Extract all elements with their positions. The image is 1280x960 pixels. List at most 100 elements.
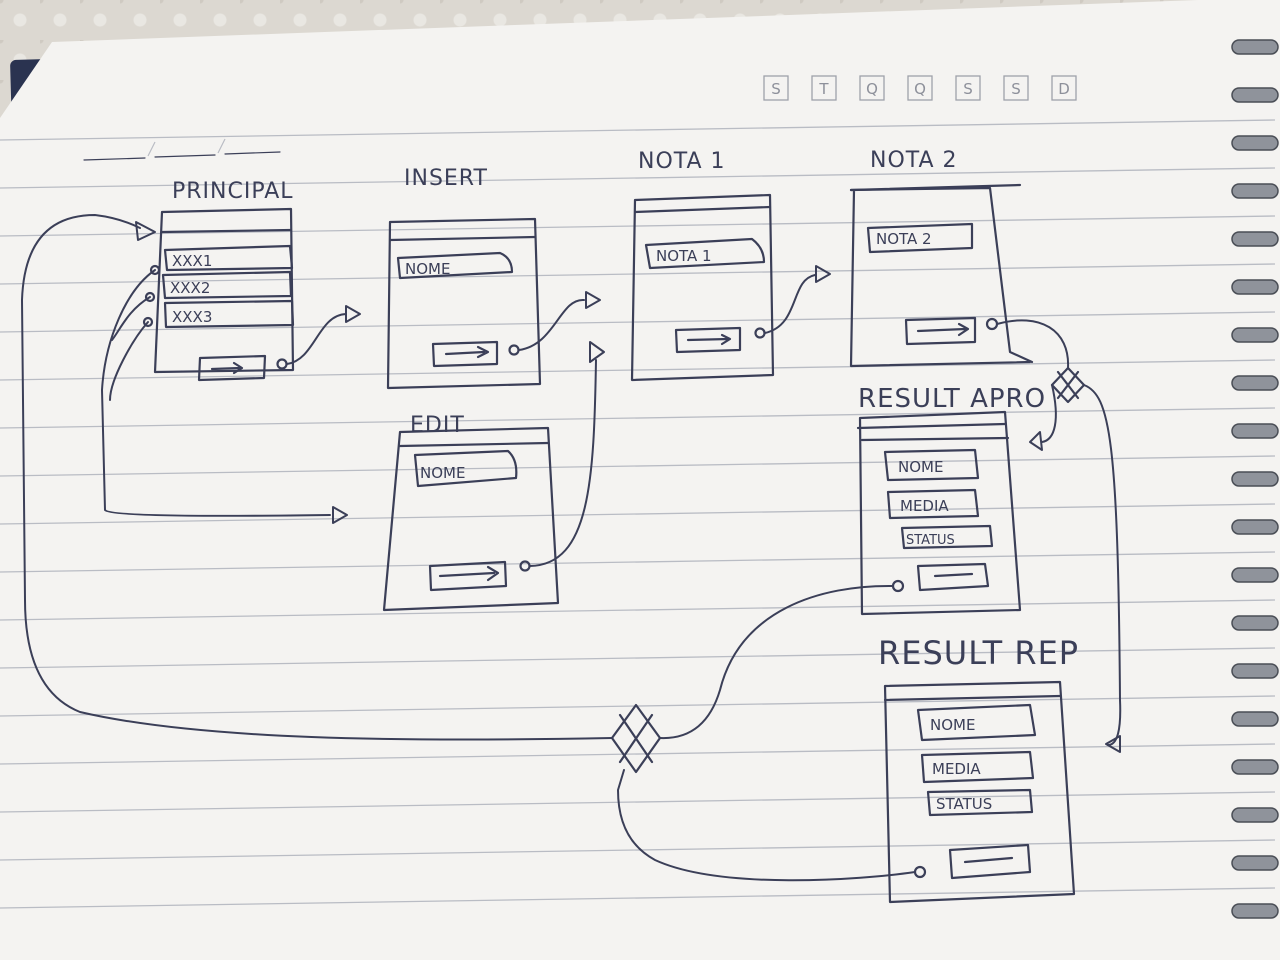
nota2-grade-field — [866, 222, 974, 254]
ruled-line — [0, 407, 1276, 429]
edit-title: EDIT — [410, 413, 465, 438]
spiral-ring — [1231, 759, 1279, 775]
principal-item-2-label: XXX2 — [170, 279, 210, 297]
ruled-line — [0, 887, 1276, 909]
insert-title: INSERT — [404, 166, 488, 191]
weekday-box — [1051, 75, 1077, 101]
principal-next-button — [197, 354, 267, 382]
rep-name-label: NOME — [930, 716, 975, 734]
weekday-box — [763, 75, 789, 101]
spiral-ring — [1231, 711, 1279, 727]
insert-next-button — [431, 340, 499, 368]
date-field — [83, 138, 281, 161]
spiral-ring — [1231, 903, 1279, 919]
principal-item-1-connector — [149, 264, 161, 276]
weekday-box — [1003, 75, 1029, 101]
spiral-ring — [1231, 807, 1279, 823]
nota1-title: NOTA 1 — [638, 149, 726, 174]
principal-title: PRINCIPAL — [172, 179, 294, 204]
nota2-next-button — [904, 316, 977, 346]
spiral-ring — [1231, 375, 1279, 391]
ruled-line — [0, 215, 1276, 237]
ruled-line — [0, 599, 1276, 621]
spiral-ring — [1231, 855, 1279, 871]
screen-nota2 — [849, 183, 1034, 368]
ruled-line — [0, 839, 1276, 861]
spiral-ring — [1231, 663, 1279, 679]
weekday-box — [955, 75, 981, 101]
spiral-ring — [1231, 87, 1279, 103]
spiral-ring — [1231, 327, 1279, 343]
spiral-ring — [1231, 423, 1279, 439]
apro-name-field — [883, 448, 980, 482]
ruled-line — [0, 119, 1276, 141]
ruled-line — [0, 647, 1276, 669]
weekday-label: S — [771, 80, 781, 98]
apro-name-label: NOME — [898, 458, 943, 476]
spiral-ring — [1231, 279, 1279, 295]
ruled-line — [0, 743, 1276, 765]
ruled-line — [0, 359, 1276, 381]
weekday-label: S — [1011, 80, 1021, 98]
principal-item-2-connector — [144, 291, 156, 303]
weekday-label: Q — [866, 80, 878, 98]
ruled-line — [0, 503, 1276, 525]
ruled-line — [0, 167, 1276, 189]
principal-item-1-box — [163, 244, 294, 272]
apro-media-label: MEDIA — [900, 497, 949, 515]
principal-item-2-box — [161, 270, 293, 300]
principal-item-3-label: XXX3 — [172, 308, 212, 326]
nota1-grade-field — [644, 237, 766, 270]
rep-status-field — [926, 788, 1034, 817]
ruled-line — [0, 263, 1276, 285]
weekday-label: S — [963, 80, 973, 98]
screen-insert — [386, 217, 542, 390]
rep-media-field — [920, 750, 1035, 784]
insert-name-field — [396, 251, 514, 280]
ruled-line — [0, 311, 1276, 333]
spiral-binding — [1231, 39, 1279, 919]
nota2-grade-label: NOTA 2 — [876, 230, 932, 248]
weekday-box — [859, 75, 885, 101]
flow-connectors — [21, 214, 1122, 882]
nota2-title: NOTA 2 — [870, 148, 958, 173]
ruled-line — [0, 551, 1276, 573]
edit-name-label: NOME — [420, 464, 465, 482]
ruled-line — [0, 791, 1276, 813]
insert-name-label: NOME — [405, 260, 450, 278]
result-apro-title: RESULT APRO — [858, 384, 1046, 414]
decision-diamond-result — [610, 703, 662, 774]
nota1-next-button — [674, 326, 742, 354]
spiral-ring — [1231, 519, 1279, 535]
rep-name-field — [916, 703, 1037, 742]
weekday-box — [811, 75, 837, 101]
weekday-label: D — [1058, 80, 1070, 98]
apro-status-field — [900, 524, 994, 550]
apro-media-field — [886, 488, 980, 520]
screen-result-rep — [883, 680, 1076, 904]
screen-principal — [142, 207, 295, 382]
spiral-ring — [1231, 135, 1279, 151]
edit-next-button — [428, 560, 508, 592]
spiral-ring — [1231, 39, 1279, 55]
rep-media-label: MEDIA — [932, 760, 981, 778]
apro-back-button — [916, 562, 990, 592]
principal-item-1-label: XXX1 — [172, 252, 212, 270]
spiral-ring — [1231, 183, 1279, 199]
decision-diamond-nota2 — [1050, 366, 1086, 404]
screen-nota1 — [630, 193, 775, 382]
principal-item-3-box — [163, 299, 295, 329]
edit-name-field — [413, 449, 518, 488]
weekday-label: T — [818, 80, 829, 98]
apro-status-label: STATUS — [906, 533, 955, 548]
spiral-ring — [1231, 231, 1279, 247]
screen-edit — [382, 426, 560, 612]
weekday-box — [907, 75, 933, 101]
ruled-lines — [0, 119, 1276, 909]
weekday-label: Q — [914, 80, 926, 98]
principal-item-3-connector — [142, 316, 154, 328]
spiral-ring — [1231, 615, 1279, 631]
